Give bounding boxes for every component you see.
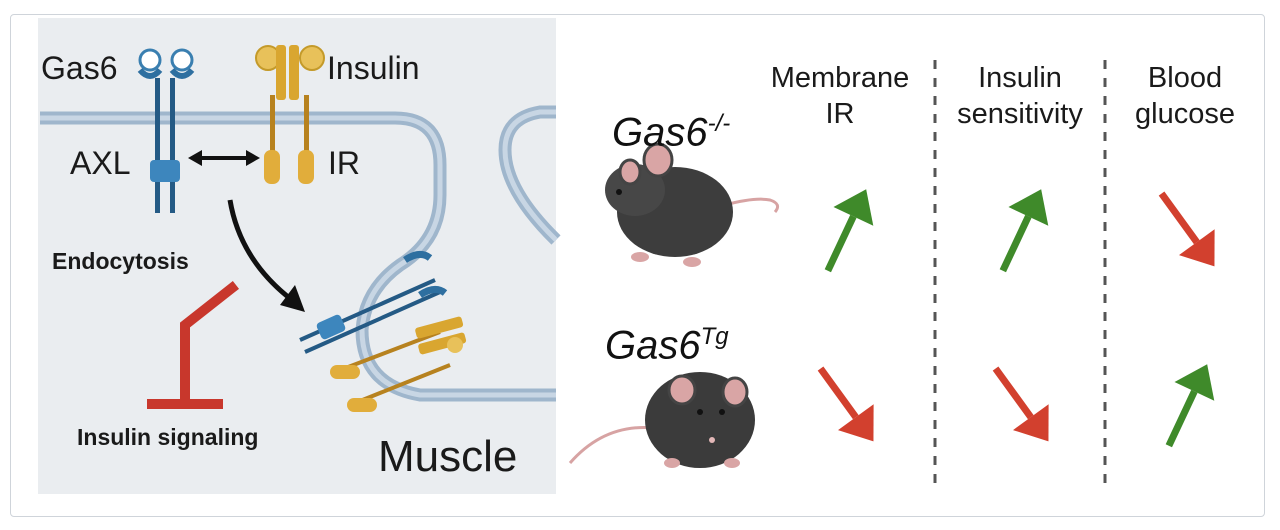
insulin-label: Insulin bbox=[327, 50, 420, 86]
up-arrow-icon-blood_glucose-row1 bbox=[1174, 364, 1215, 401]
endocytosis-label: Endocytosis bbox=[52, 248, 189, 274]
axl-label: AXL bbox=[70, 145, 131, 181]
internalized-ir-icon bbox=[330, 316, 467, 412]
row-label-transgenic: Gas6Tg bbox=[605, 323, 729, 368]
col-header-blood-glucose: Blood glucose bbox=[1135, 62, 1235, 130]
ir-receptor-icon bbox=[264, 95, 314, 184]
arrow-shaft-membrane_ir-row1 bbox=[817, 366, 859, 420]
up-arrow-icon-insulin_sensitivity-row0 bbox=[1008, 189, 1049, 226]
mouse-transgenic-icon bbox=[568, 372, 755, 468]
axl-receptor-icon bbox=[150, 78, 180, 213]
mouse-knockout-icon bbox=[605, 142, 780, 267]
arrow-shaft-blood_glucose-row1 bbox=[1165, 389, 1198, 448]
trend-arrows bbox=[817, 189, 1215, 448]
gas6-label: Gas6 bbox=[41, 50, 118, 86]
arrow-shaft-membrane_ir-row0 bbox=[824, 214, 857, 273]
arrow-shaft-blood_glucose-row0 bbox=[1158, 191, 1200, 245]
muscle-label: Muscle bbox=[378, 432, 518, 481]
arrow-shaft-insulin_sensitivity-row1 bbox=[992, 366, 1034, 420]
internalized-axl-icon bbox=[299, 251, 448, 354]
row-label-knockout: Gas6-/- bbox=[612, 110, 731, 155]
down-arrow-icon-insulin_sensitivity-row1 bbox=[1013, 404, 1049, 442]
col-header-membrane-ir: Membrane IR bbox=[770, 62, 910, 130]
arrow-shaft-insulin_sensitivity-row0 bbox=[999, 214, 1032, 273]
endocytosis-arrow bbox=[227, 199, 305, 312]
col-header-insulin-sensitivity: Insulin sensitivity bbox=[957, 62, 1083, 130]
gas6-ligand-icon bbox=[137, 48, 195, 79]
insulin-signaling-label: Insulin signaling bbox=[77, 424, 259, 450]
interaction-double-arrow bbox=[188, 150, 260, 166]
insulin-ligand-icon bbox=[255, 45, 325, 100]
up-arrow-icon-membrane_ir-row0 bbox=[833, 189, 874, 226]
inhibition-symbol-icon bbox=[147, 280, 240, 409]
down-arrow-icon-blood_glucose-row0 bbox=[1179, 229, 1215, 267]
ir-label: IR bbox=[328, 145, 360, 181]
down-arrow-icon-membrane_ir-row1 bbox=[838, 404, 874, 442]
